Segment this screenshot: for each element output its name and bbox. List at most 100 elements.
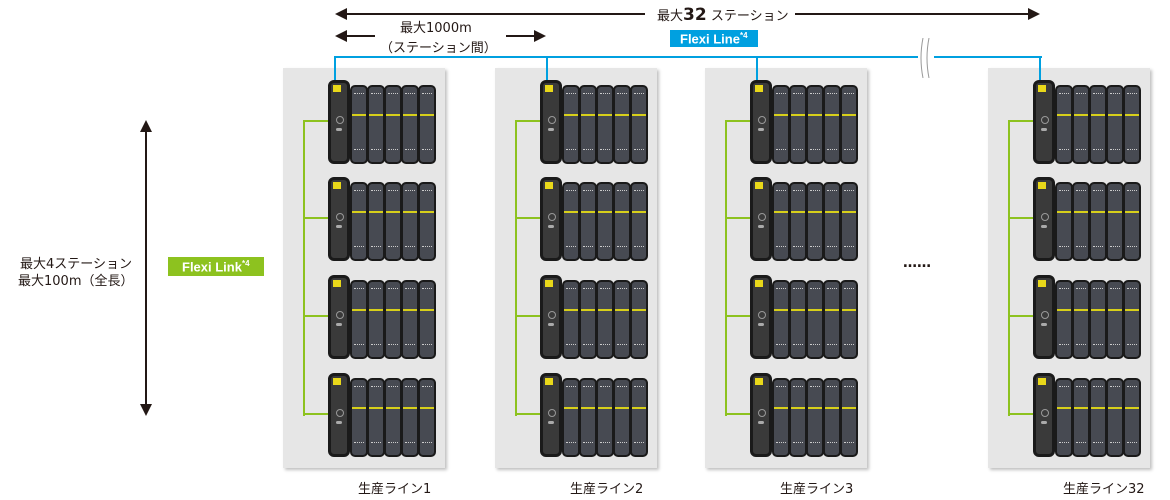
io-module <box>1123 85 1141 164</box>
io-module <box>1106 85 1124 164</box>
main-module <box>328 80 350 164</box>
io-module <box>613 378 631 457</box>
connector-icon <box>758 213 766 221</box>
io-module <box>579 85 597 164</box>
io-module <box>789 85 807 164</box>
flexi-link-text: Flexi Link <box>182 259 242 275</box>
io-module <box>806 85 824 164</box>
max-distance-label: 最大1000m <box>400 21 472 36</box>
io-module <box>350 85 368 164</box>
flexi-link-branch <box>1008 413 1034 415</box>
production-line-label: 生産ライン2 <box>570 482 644 497</box>
io-module <box>1072 182 1090 261</box>
status-led-icon <box>755 378 763 385</box>
io-module <box>840 280 858 359</box>
main-module <box>1033 177 1055 261</box>
connector-icon <box>1041 311 1049 319</box>
status-led-icon <box>755 85 763 92</box>
indicator-icon <box>548 421 554 424</box>
connector-icon <box>758 311 766 319</box>
io-module <box>1055 85 1073 164</box>
flexi-link-branch <box>515 120 541 122</box>
io-module <box>630 182 648 261</box>
status-led-icon <box>1038 280 1046 287</box>
safety-controller-station <box>328 80 436 164</box>
io-module <box>772 85 790 164</box>
main-module <box>540 373 562 457</box>
safety-controller-station <box>328 275 436 359</box>
flexi-link-branch <box>303 217 329 219</box>
status-led-icon <box>1038 85 1046 92</box>
io-module <box>840 378 858 457</box>
flexi-line-bus <box>934 56 1042 58</box>
io-module <box>1106 378 1124 457</box>
flexi-link-trunk <box>515 120 517 416</box>
io-module <box>401 378 419 457</box>
io-module <box>596 280 614 359</box>
between-stations-label: （ステーション間） <box>380 41 497 56</box>
flexi-line-text: Flexi Line <box>680 31 740 47</box>
max-suffix: ステーション <box>710 9 789 24</box>
io-module <box>1072 378 1090 457</box>
io-module <box>823 85 841 164</box>
io-module <box>1089 85 1107 164</box>
io-module <box>384 280 402 359</box>
connector-icon <box>548 213 556 221</box>
safety-controller-station <box>540 373 648 457</box>
status-led-icon <box>333 378 341 385</box>
indicator-icon <box>1041 323 1047 326</box>
main-module <box>540 80 562 164</box>
arrow-right-icon <box>1028 8 1040 20</box>
indicator-icon <box>548 323 554 326</box>
connector-icon <box>548 409 556 417</box>
main-module <box>328 177 350 261</box>
safety-controller-station <box>540 80 648 164</box>
production-line-label: 生産ライン3 <box>780 482 854 497</box>
io-module <box>823 182 841 261</box>
io-module <box>772 378 790 457</box>
io-module <box>367 182 385 261</box>
main-module <box>750 373 772 457</box>
left-label-2: 最大100m（全長） <box>18 274 134 289</box>
flexi-link-branch <box>515 413 541 415</box>
flexi-link-note: *4 <box>241 259 250 268</box>
flexi-link-branch <box>725 120 751 122</box>
ellipsis: …… <box>903 255 931 271</box>
flexi-line-drop <box>756 56 758 82</box>
flexi-line-note: *4 <box>739 31 748 40</box>
main-module <box>750 275 772 359</box>
flexi-link-branch <box>515 315 541 317</box>
io-module <box>350 280 368 359</box>
indicator-icon <box>548 128 554 131</box>
indicator-icon <box>336 128 342 131</box>
io-module <box>806 378 824 457</box>
connector-icon <box>758 116 766 124</box>
io-module <box>789 182 807 261</box>
flexi-line-drop <box>334 56 336 82</box>
connector-icon <box>548 116 556 124</box>
main-module <box>540 275 562 359</box>
io-module <box>579 182 597 261</box>
io-module <box>1123 280 1141 359</box>
safety-controller-station <box>540 275 648 359</box>
max-stations-arrow-line-right <box>795 13 1030 15</box>
max-num: 32 <box>683 5 707 25</box>
io-module <box>401 85 419 164</box>
io-module <box>1106 182 1124 261</box>
indicator-icon <box>548 225 554 228</box>
main-module <box>540 177 562 261</box>
io-module <box>789 378 807 457</box>
io-module <box>1055 378 1073 457</box>
flexi-link-tag: Flexi Link*4 <box>168 257 264 277</box>
connector-icon <box>758 409 766 417</box>
status-led-icon <box>1038 182 1046 189</box>
flexi-link-branch <box>515 217 541 219</box>
status-led-icon <box>333 85 341 92</box>
io-module <box>384 85 402 164</box>
flexi-link-trunk <box>303 120 305 416</box>
io-module <box>401 280 419 359</box>
flexi-link-trunk <box>1008 120 1010 416</box>
io-module <box>401 182 419 261</box>
indicator-icon <box>1041 128 1047 131</box>
safety-controller-station <box>328 177 436 261</box>
